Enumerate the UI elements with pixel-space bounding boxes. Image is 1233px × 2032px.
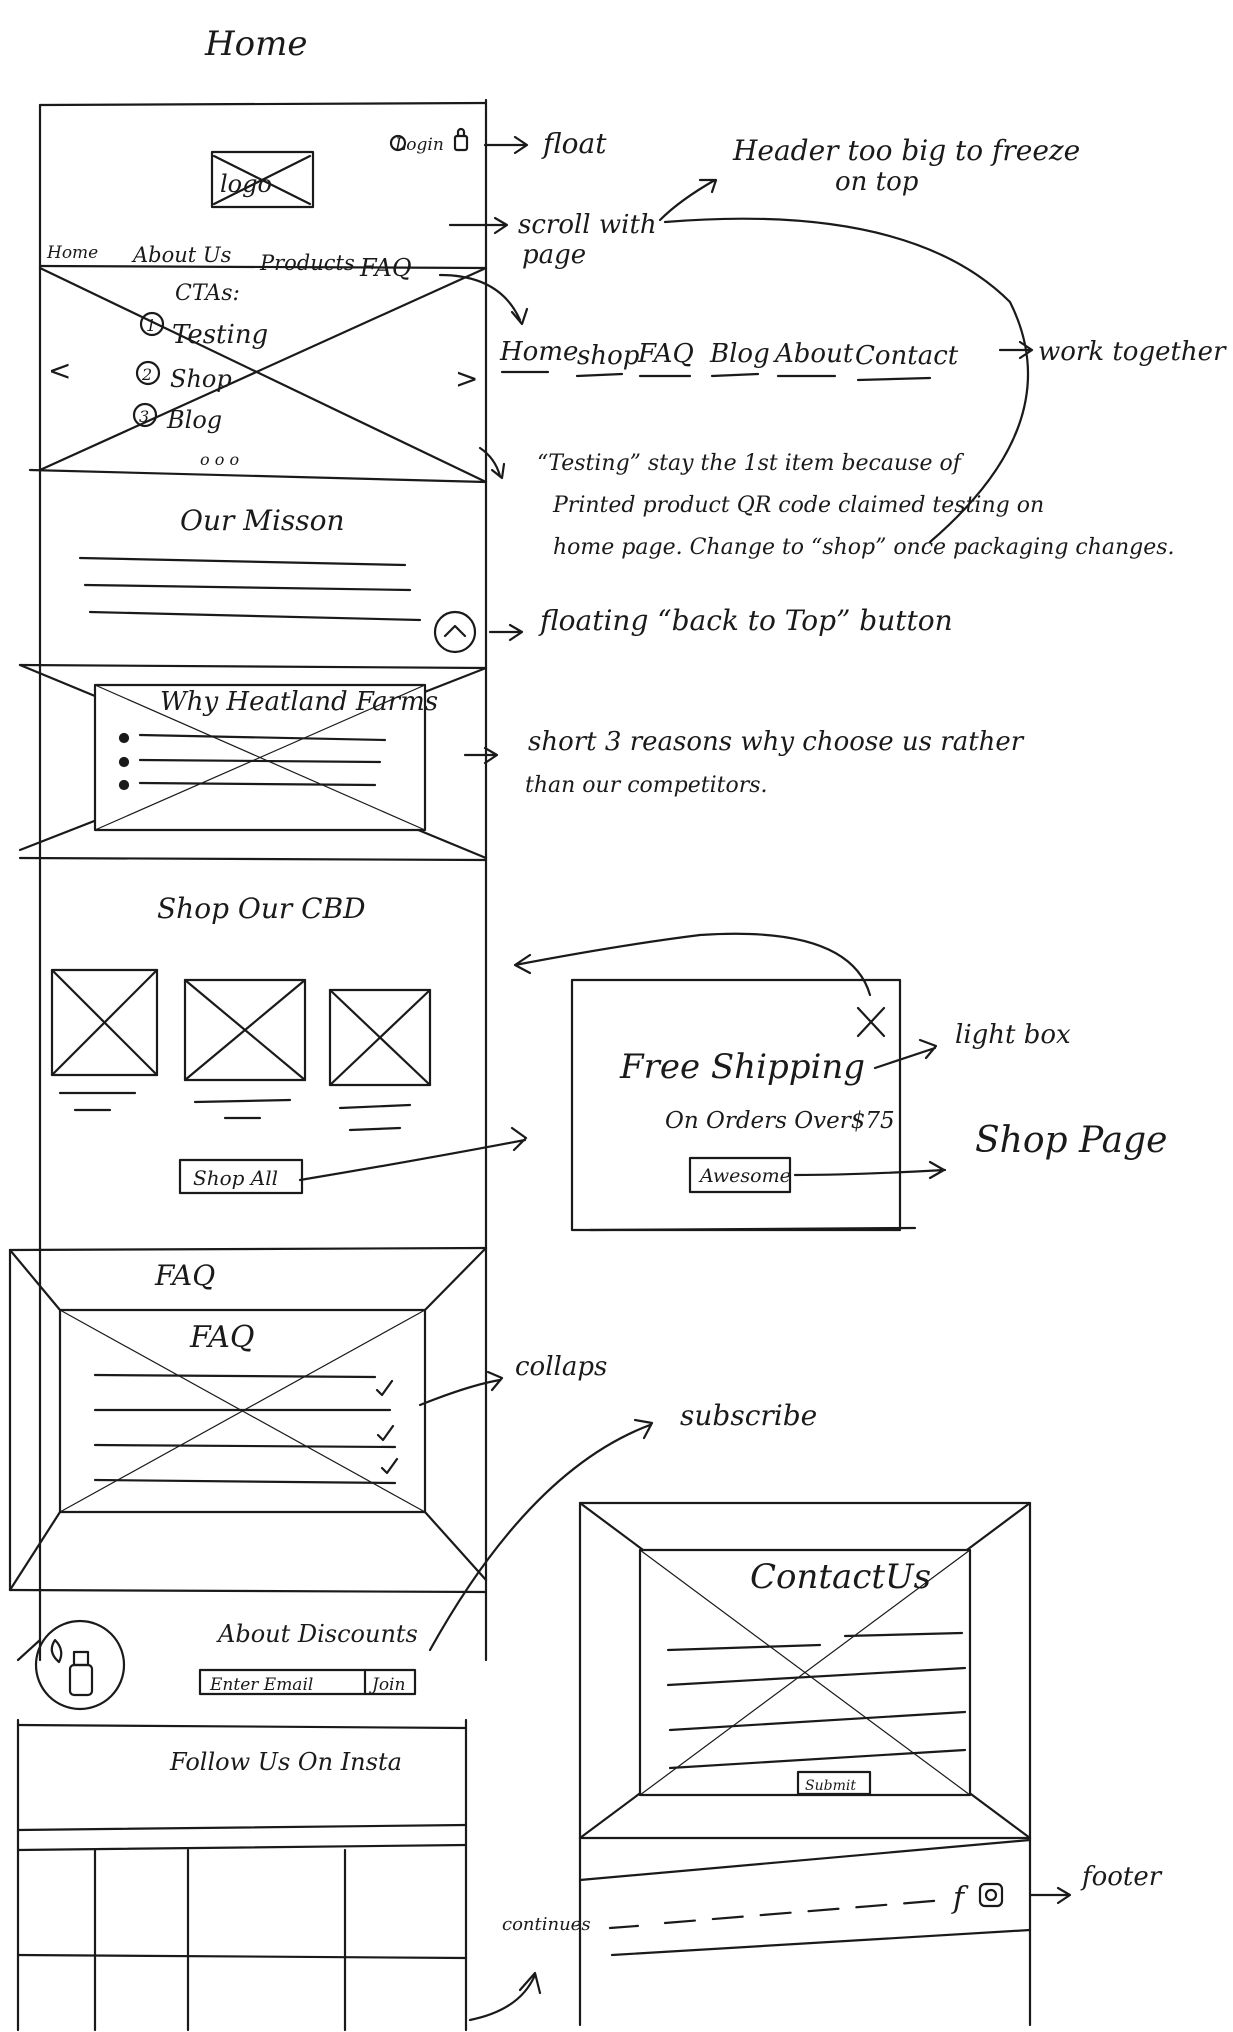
note-header-2: on top (835, 167, 919, 197)
nav-item-home[interactable]: Home (46, 243, 98, 263)
cta-number-2: 2 (141, 365, 152, 384)
shop-all-label: Shop All (193, 1166, 278, 1190)
why-title: Why Heatland Farms (160, 687, 438, 717)
submit-label: Submit (805, 1778, 856, 1794)
shop-title: Shop Our CBD (157, 892, 366, 925)
instagram-icon[interactable] (978, 1882, 1004, 1908)
page-title: Home (204, 24, 307, 64)
note-work-together: work together (1038, 337, 1227, 367)
lightbox-title: Free Shipping (619, 1047, 865, 1087)
lock-icon (453, 134, 469, 152)
header (38, 127, 488, 270)
faq-title: FAQ (189, 1320, 254, 1355)
note-shop-page: Shop Page (975, 1120, 1167, 1161)
lightbox-subtitle: On Orders Over$75 (665, 1108, 895, 1134)
awesome-label: Awesome (698, 1165, 791, 1187)
hero-title: CTAs: (175, 281, 240, 306)
logo-label: logo (220, 170, 272, 198)
nav-item-faq[interactable]: FAQ (359, 254, 412, 282)
mission-title: Our Misson (180, 504, 345, 537)
note-float: float (541, 127, 607, 160)
facebook-icon[interactable]: f (951, 1881, 969, 1916)
note-testing-3: home page. Change to “shop” once packagi… (553, 535, 1175, 560)
faq-faded-label: FAQ (154, 1259, 215, 1292)
mobile-nav-contact: Contact (855, 341, 959, 371)
submit-button[interactable] (796, 1770, 872, 1796)
nav-item-products[interactable]: Products (259, 251, 355, 275)
faq-section (8, 1246, 488, 1594)
product-image-3[interactable] (328, 988, 432, 1087)
awesome-button[interactable] (688, 1156, 792, 1194)
note-scroll-1: scroll with (518, 210, 657, 240)
contact-title: ContactUs (750, 1557, 931, 1597)
cta-number-1: 1 (146, 316, 156, 335)
email-input-box[interactable] (198, 1668, 417, 1696)
subscribe-section (16, 1619, 468, 1730)
note-header-1: Header too big to freeze (732, 134, 1080, 167)
note-reasons-1: short 3 reasons why choose us rather (528, 727, 1025, 757)
mission-section (18, 556, 488, 670)
cta-number-3: 3 (139, 407, 149, 426)
note-testing-2: Printed product QR code claimed testing … (552, 493, 1044, 518)
subscribe-title: About Discounts (216, 1620, 418, 1648)
annotation-arrows (298, 135, 1072, 2022)
lightbox (570, 978, 917, 1232)
hero-carousel (28, 266, 488, 484)
note-light-box: light box (955, 1020, 1071, 1050)
mobile-nav: Home shop FAQ Blog About Contact (499, 337, 959, 382)
note-continues: continues (502, 1914, 591, 1935)
logo-box (210, 150, 315, 209)
login-link[interactable]: Login (394, 135, 444, 155)
carousel-next[interactable]: > (455, 362, 478, 395)
product-image-1[interactable] (50, 968, 159, 1077)
mobile-nav-faq: FAQ (637, 339, 694, 369)
login-user-icon[interactable] (389, 134, 407, 152)
shop-all-button[interactable] (178, 1158, 304, 1195)
note-footer: footer (1080, 1862, 1163, 1892)
mobile-nav-shop: shop (577, 341, 640, 371)
note-subscribe: subscribe (680, 1399, 817, 1432)
note-back-to-top: floating “back to Top” button (538, 604, 953, 637)
email-placeholder[interactable]: Enter Email (209, 1675, 313, 1695)
cta-blog[interactable]: Blog (166, 406, 222, 434)
note-collaps: collaps (515, 1352, 607, 1382)
note-reasons-2: than our competitors. (525, 773, 768, 798)
mobile-nav-about: About (773, 339, 854, 369)
insta-title: Follow Us On Insta (169, 1748, 402, 1776)
back-to-top-button[interactable] (433, 610, 477, 654)
brand-bottle-icon (34, 1619, 126, 1711)
note-testing-1: “Testing” stay the 1st item because of (537, 451, 965, 476)
why-section (18, 663, 488, 862)
note-scroll-2: page (522, 240, 586, 270)
page-outline (16, 98, 488, 2032)
join-button[interactable]: Join (369, 1675, 405, 1695)
shop-section (8, 968, 488, 1252)
carousel-dots[interactable]: o o o (200, 450, 239, 469)
mobile-nav-blog: Blog (709, 339, 770, 369)
cta-testing[interactable]: Testing (172, 320, 268, 350)
mobile-nav-home: Home (499, 337, 578, 367)
nav-item-about-us[interactable]: About Us (131, 243, 232, 267)
insta-section (16, 1823, 468, 2032)
carousel-prev[interactable]: < (48, 354, 71, 387)
product-image-2[interactable] (183, 978, 307, 1082)
cta-shop[interactable]: Shop (170, 365, 232, 393)
contact-box (578, 1501, 1032, 2027)
